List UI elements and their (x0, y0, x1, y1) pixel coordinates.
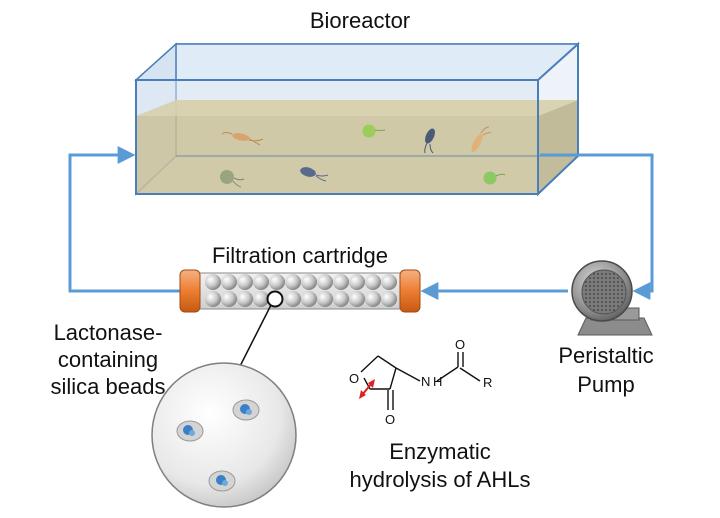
atom-h: H (433, 374, 442, 389)
filtration-cartridge-label: Filtration cartridge (212, 243, 388, 268)
filtration-cartridge[interactable] (179, 269, 421, 313)
return-tube (68, 146, 180, 293)
atom-n: N (421, 374, 430, 389)
bioreactor-label: Bioreactor (310, 8, 410, 33)
silica-bead-icon (208, 470, 236, 492)
atom-o-ring: O (349, 371, 359, 386)
beads-label-line2: containing (58, 347, 158, 372)
silica-bead-icon (176, 420, 204, 442)
cartridge-cap-right (399, 269, 421, 313)
bacterium-icon (483, 171, 506, 185)
bacterium-icon (221, 132, 264, 146)
beads-label-line3: silica beads (51, 374, 166, 399)
bacteria-group (220, 124, 506, 188)
reaction-label-line1: Enzymatic (389, 439, 490, 464)
bioreactor-tank (134, 41, 580, 197)
atom-r: R (483, 375, 492, 390)
bead-zoom-view (151, 362, 297, 508)
outlet-tube (540, 153, 654, 300)
bacterium-icon (220, 170, 245, 188)
pump-label-line2: Pump (577, 372, 634, 397)
culture-liquid (136, 116, 538, 194)
flow-loop (68, 146, 654, 300)
silica-bead-icon (232, 399, 260, 421)
beads-label-line1: Lactonase- (54, 320, 163, 345)
bacterium-icon (362, 124, 386, 138)
peristaltic-pump[interactable] (571, 260, 653, 336)
reaction-label-line2: hydrolysis of AHLs (350, 467, 531, 492)
atom-o-carbonyl: O (385, 412, 395, 427)
bacterium-icon (424, 128, 435, 154)
highlighted-bead[interactable] (266, 290, 284, 308)
atom-o-amide: O (455, 337, 465, 352)
bacterium-icon (471, 126, 492, 152)
bacterium-icon (300, 167, 329, 182)
cartridge-cap-left (179, 269, 201, 313)
pump-label-line1: Peristaltic (558, 343, 653, 368)
packed-beads (205, 274, 397, 307)
ahl-molecule (359, 352, 481, 410)
